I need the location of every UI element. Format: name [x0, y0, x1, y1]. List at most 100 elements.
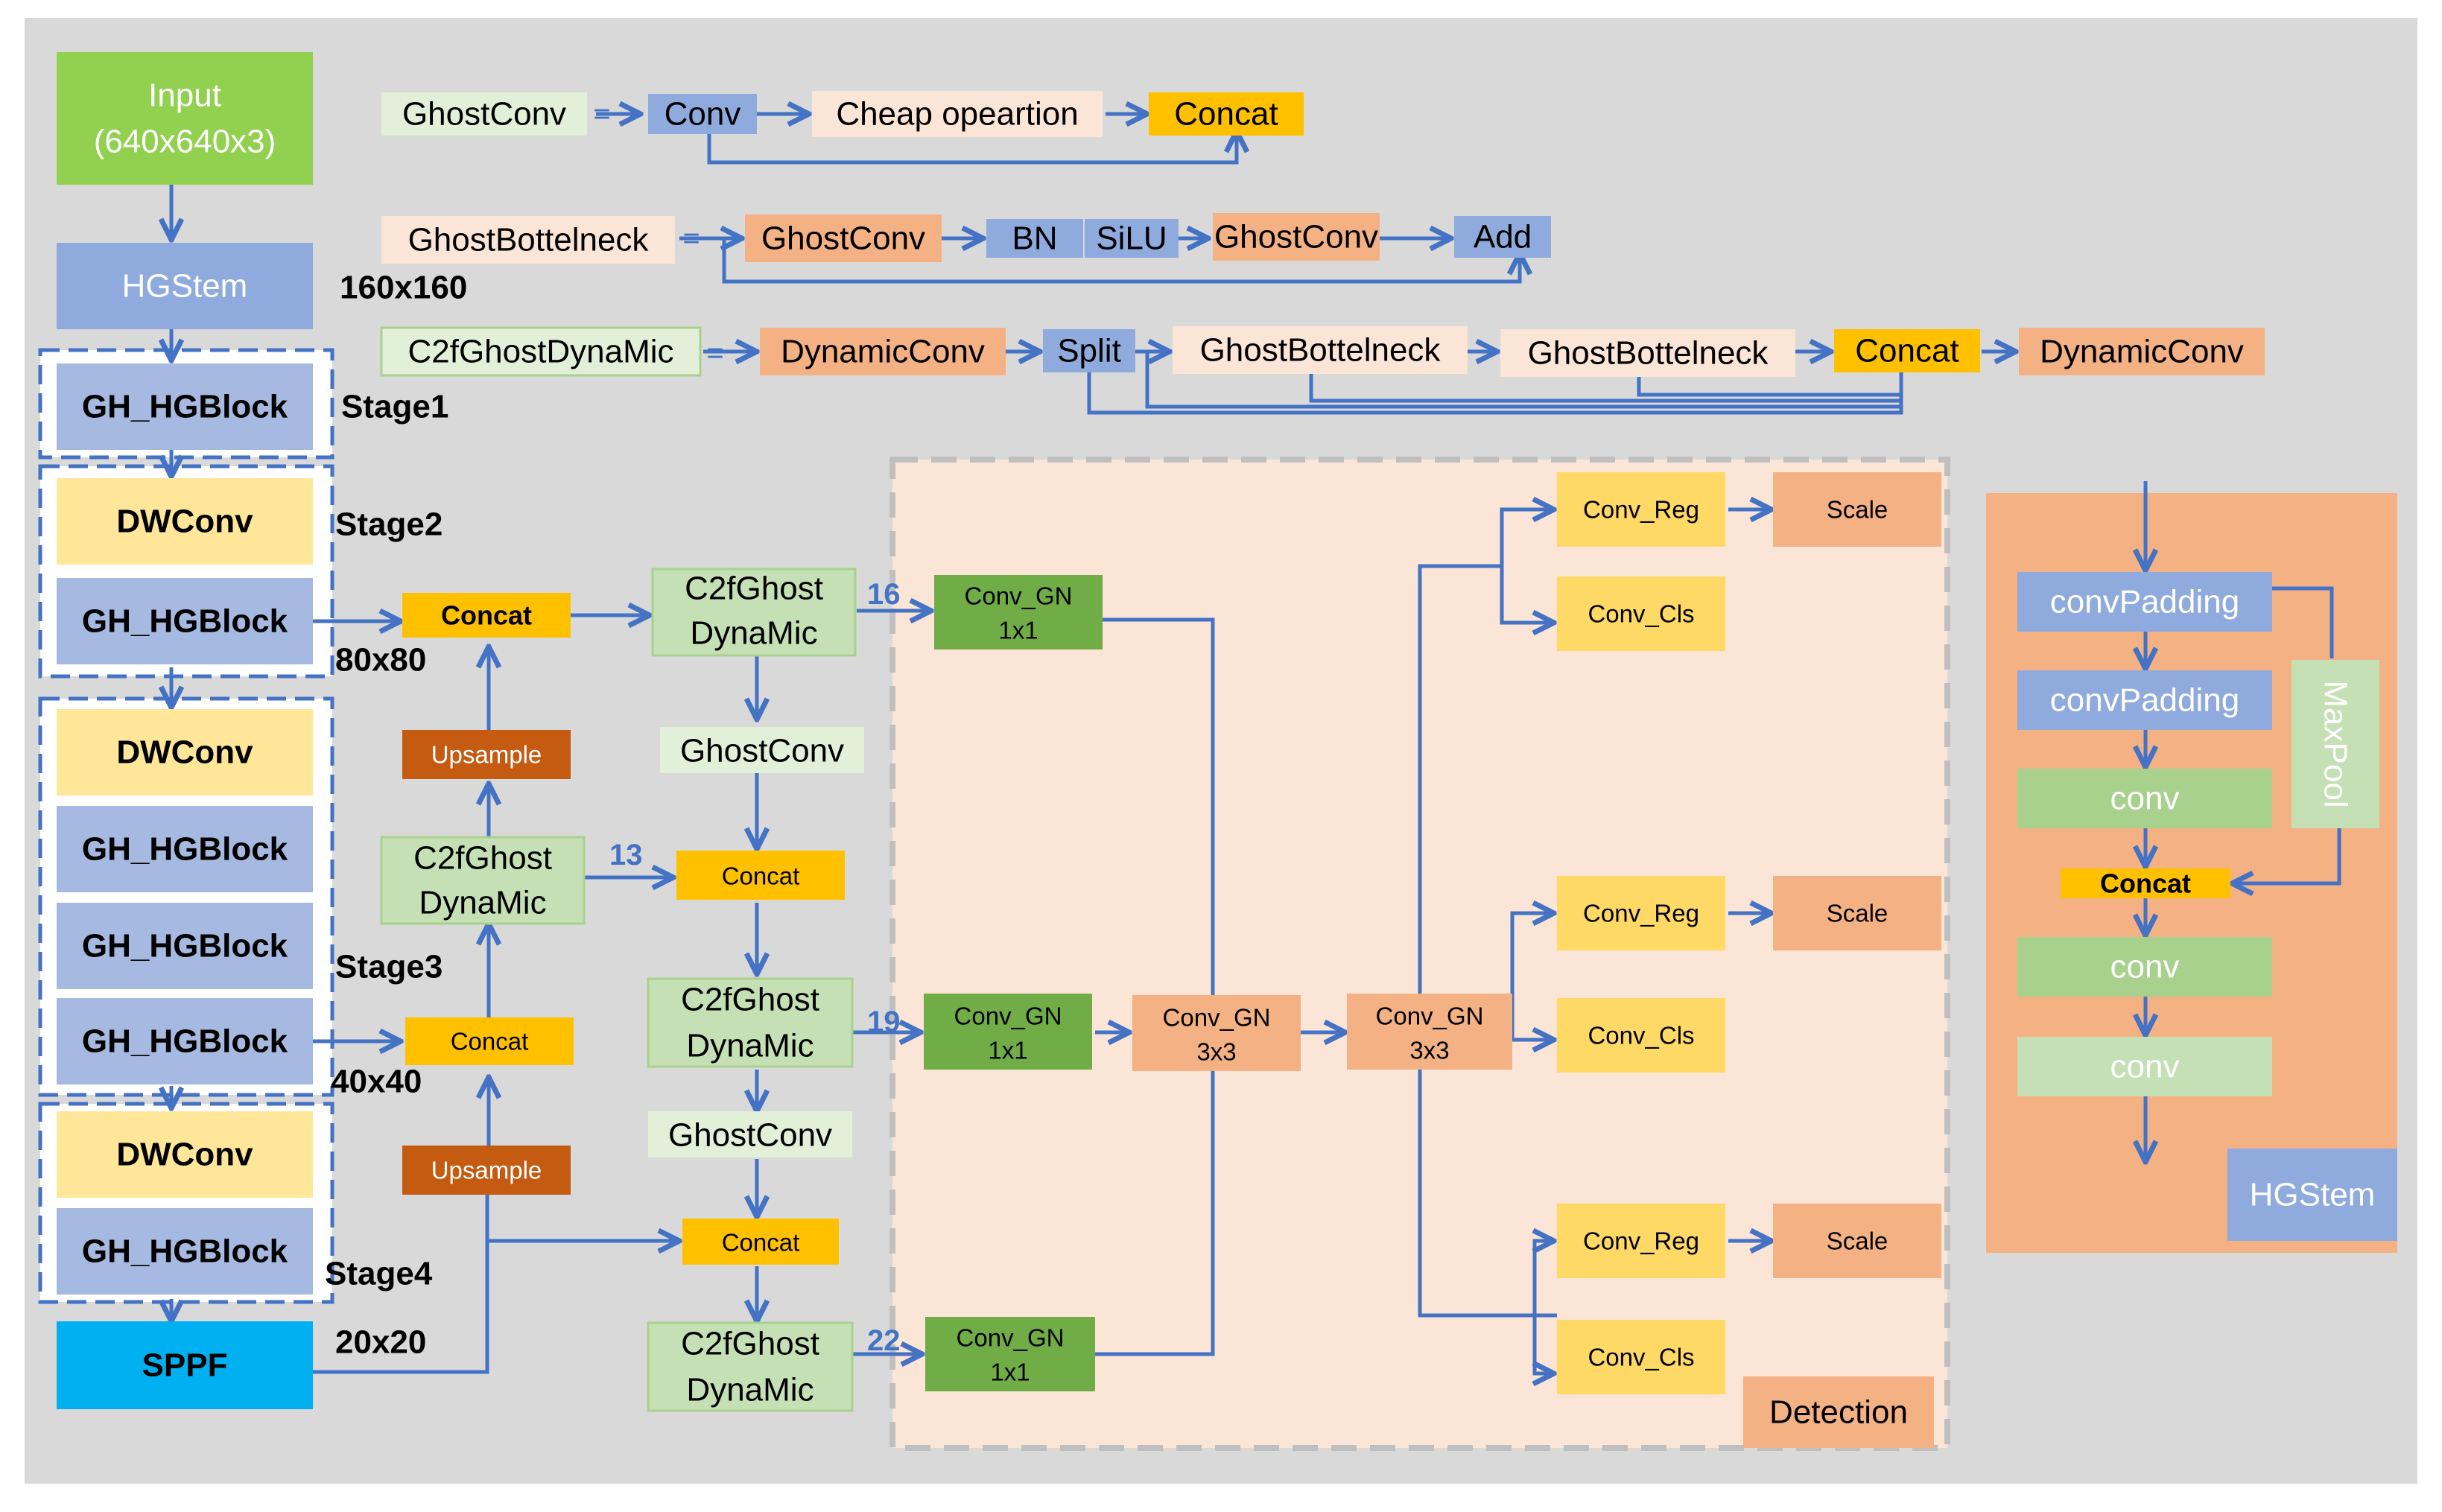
det-conv-gn-shared2-line1: Conv_GN	[1376, 1003, 1484, 1030]
hgstem-box	[57, 243, 313, 329]
det-conv-cls3-box	[1557, 1320, 1725, 1394]
stage3-hgblock1-box	[57, 806, 313, 892]
neck-concat-mid: Concat	[722, 863, 800, 890]
det-conv-cls2-box	[1557, 998, 1725, 1073]
legend-c2f-bottleneck2: GhostBottelneck	[1528, 335, 1769, 372]
neck-c2f-19-box	[647, 977, 854, 1068]
resolution-20: 20x20	[335, 1324, 426, 1361]
legend-bottleneck-name-box	[381, 216, 675, 264]
resolution-80: 80x80	[335, 642, 426, 679]
neck-label-16: 16	[867, 578, 901, 611]
det-conv-gn-shared1-box	[1132, 995, 1301, 1071]
neck-c2f-16-line1: C2fGhost	[685, 571, 823, 607]
neck-ghostconv1-box	[660, 727, 864, 773]
det-conv-gn-shared1-line1: Conv_GN	[1163, 1004, 1271, 1032]
neck-c2f-19-line2: DynaMic	[686, 1028, 814, 1064]
neck-concat-80: Concat	[441, 600, 532, 631]
legend-dynamicconv2: DynamicConv	[2040, 334, 2244, 370]
stage3-hgblock2-label: GH_HGBlock	[82, 928, 288, 965]
neck-concat-40-box	[405, 1017, 574, 1065]
det-conv-gn-16-box	[934, 575, 1103, 649]
det-conv-gn-19-line1: Conv_GN	[954, 1003, 1062, 1030]
neck-c2f-22-line2: DynaMic	[686, 1372, 814, 1408]
legend-dynamicconv1: DynamicConv	[781, 334, 985, 370]
legend-add-label: Add	[1474, 219, 1532, 255]
det-conv-reg3: Conv_Reg	[1583, 1227, 1699, 1255]
resolution-40: 40x40	[331, 1064, 422, 1100]
neck-ghostconv2: GhostConv	[668, 1117, 832, 1154]
legend-ghostconv-name-box	[381, 92, 587, 136]
stage3-label: Stage3	[335, 949, 443, 985]
legend-concat-label: Concat	[1174, 96, 1278, 133]
neck-label-13: 13	[609, 839, 643, 871]
stage3-hgblock3-box	[57, 998, 313, 1084]
det-conv-gn-22-box	[925, 1317, 1095, 1391]
stage3-dwconv-box	[57, 709, 313, 795]
hgstem-conv2: conv	[2110, 949, 2180, 985]
sppf-label: SPPF	[142, 1347, 228, 1384]
det-conv-gn-shared1-line2: 3x3	[1196, 1038, 1236, 1066]
detection-title: Detection	[1769, 1394, 1908, 1431]
neck-ghostconv2-box	[648, 1111, 852, 1157]
neck-c2f-13-line1: C2fGhost	[413, 840, 552, 877]
det-conv-reg2-box	[1557, 876, 1725, 950]
neck-concat-low: Concat	[722, 1229, 800, 1257]
stage3-hgblock2-box	[57, 903, 313, 989]
legend-split-label: Split	[1057, 333, 1121, 369]
stage3-hgblock3-label: GH_HGBlock	[82, 1023, 288, 1060]
legend-dynamicconv1-box	[760, 328, 1006, 375]
det-conv-gn-16-line2: 1x1	[998, 617, 1038, 644]
legend-c2f-concat-box	[1834, 329, 1980, 372]
neck-concat-40: Concat	[451, 1028, 529, 1055]
hgstem-conv2-box	[2017, 937, 2272, 997]
det-conv-gn-16-line1: Conv_GN	[965, 582, 1073, 610]
legend-cheap-label: Cheap opeartion	[836, 96, 1078, 133]
stage4-label: Stage4	[325, 1256, 433, 1292]
det-conv-gn-shared2-line2: 3x3	[1409, 1037, 1449, 1064]
input-label-line2: (640x640x3)	[94, 124, 276, 160]
hgstem-conv1-box	[2017, 769, 2272, 828]
det-conv-reg2: Conv_Reg	[1583, 900, 1699, 927]
resolution-160: 160x160	[340, 270, 467, 306]
hgstem-conv3-box	[2017, 1037, 2272, 1096]
stage3-dwconv-label: DWConv	[116, 734, 253, 771]
stage1-label: Stage1	[341, 389, 448, 425]
sppf-box	[57, 1321, 313, 1409]
neck-concat-mid-box	[676, 851, 845, 900]
neck-concat-low-box	[682, 1219, 839, 1265]
stage2-hgblock-label: GH_HGBlock	[82, 603, 288, 640]
hgstem-concat-box	[2061, 868, 2230, 898]
legend-ghostconv-equals: =	[593, 98, 610, 130]
hgstem-conv1: conv	[2110, 781, 2180, 817]
legend-c2f-name: C2fGhostDynaMic	[407, 334, 673, 370]
legend-bottleneck-ghostconv1: GhostConv	[761, 220, 925, 257]
legend-silu-label: SiLU	[1096, 220, 1167, 257]
stage2-dwconv-label: DWConv	[116, 504, 253, 540]
legend-bottleneck-ghostconv1-box	[745, 215, 942, 262]
neck-ghostconv1: GhostConv	[680, 733, 844, 769]
legend-bottleneck-name: GhostBottelneck	[408, 222, 650, 258]
det-conv-gn-22-line2: 1x1	[990, 1359, 1030, 1386]
det-conv-cls1-box	[1557, 576, 1725, 651]
det-conv-reg3-box	[1557, 1204, 1725, 1278]
stage4-dwconv-label: DWConv	[116, 1137, 253, 1173]
det-scale2-box	[1773, 876, 1941, 950]
stage4-hgblock-label: GH_HGBlock	[82, 1233, 288, 1270]
det-conv-cls3: Conv_Cls	[1588, 1344, 1694, 1371]
hgstem-title-box	[2227, 1149, 2397, 1241]
legend-silu-box	[1085, 219, 1179, 258]
legend-ghostconv-name: GhostConv	[402, 96, 566, 133]
legend-conv-box	[648, 94, 757, 134]
legend-concat-box	[1149, 92, 1304, 136]
det-scale3: Scale	[1827, 1227, 1888, 1255]
stage1-hgblock-box	[57, 363, 313, 450]
neck-c2f-13-line2: DynaMic	[419, 885, 546, 921]
det-conv-cls2: Conv_Cls	[1588, 1022, 1694, 1049]
legend-bn-box	[986, 219, 1083, 258]
legend-c2f-name-box	[380, 326, 702, 377]
neck-c2f-16-line2: DynaMic	[690, 615, 817, 652]
hgstem-title: HGStem	[2250, 1177, 2376, 1213]
detection-title-box	[1743, 1376, 1934, 1448]
legend-dynamicconv2-box	[2019, 328, 2265, 375]
